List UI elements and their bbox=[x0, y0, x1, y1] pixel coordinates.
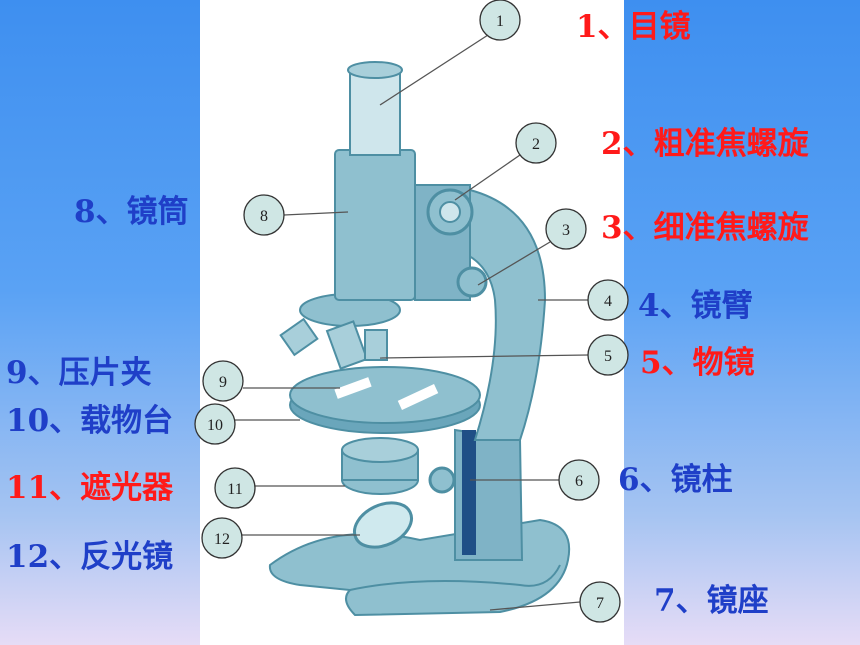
label-6: 6、镜柱 bbox=[618, 462, 733, 498]
callout-circle-9 bbox=[202, 360, 244, 402]
label-9: 9、压片夹 bbox=[6, 355, 152, 391]
callout-circle-5 bbox=[587, 334, 629, 376]
leader-line-5 bbox=[379, 354, 589, 359]
label-7: 7、镜座 bbox=[654, 583, 769, 619]
callout-circle-11 bbox=[214, 467, 256, 509]
label-4: 4、镜臂 bbox=[638, 288, 753, 324]
leader-line-2 bbox=[454, 154, 521, 201]
label-5: 5、物镜 bbox=[640, 345, 755, 381]
label-11: 11、遮光器 bbox=[6, 470, 174, 506]
callout-number-4: 4 bbox=[604, 293, 612, 310]
label-12: 12、反光镜 bbox=[6, 539, 174, 575]
callout-circle-4 bbox=[587, 279, 629, 321]
callout-number-6: 6 bbox=[575, 473, 583, 490]
label-10: 10、载物台 bbox=[6, 403, 174, 439]
label-1: 1、目镜 bbox=[576, 9, 691, 45]
label-2: 2、粗准焦螺旋 bbox=[601, 126, 809, 162]
label-3: 3、细准焦螺旋 bbox=[601, 210, 809, 246]
callout-number-3: 3 bbox=[562, 222, 570, 239]
leader-line-3 bbox=[477, 241, 551, 286]
callout-number-5: 5 bbox=[604, 348, 612, 365]
label-8: 8、镜筒 bbox=[74, 194, 189, 230]
callout-number-8: 8 bbox=[260, 208, 268, 225]
callout-circle-8 bbox=[243, 194, 285, 236]
callout-circle-10 bbox=[194, 403, 236, 445]
callout-circle-7 bbox=[579, 581, 621, 623]
callout-number-11: 11 bbox=[227, 481, 242, 498]
callout-number-2: 2 bbox=[532, 136, 540, 153]
callout-circle-1 bbox=[479, 0, 521, 41]
callout-number-1: 1 bbox=[496, 13, 504, 30]
callout-number-9: 9 bbox=[219, 374, 227, 391]
callout-circle-12 bbox=[201, 517, 243, 559]
leader-line-1 bbox=[379, 34, 489, 106]
callout-number-10: 10 bbox=[207, 417, 223, 434]
leader-line-8 bbox=[283, 211, 349, 216]
callout-circle-6 bbox=[558, 459, 600, 501]
leader-line-7 bbox=[489, 601, 581, 611]
callout-number-12: 12 bbox=[214, 531, 230, 548]
callout-circle-3 bbox=[545, 208, 587, 250]
callout-number-7: 7 bbox=[596, 595, 604, 612]
callout-circle-2 bbox=[515, 122, 557, 164]
